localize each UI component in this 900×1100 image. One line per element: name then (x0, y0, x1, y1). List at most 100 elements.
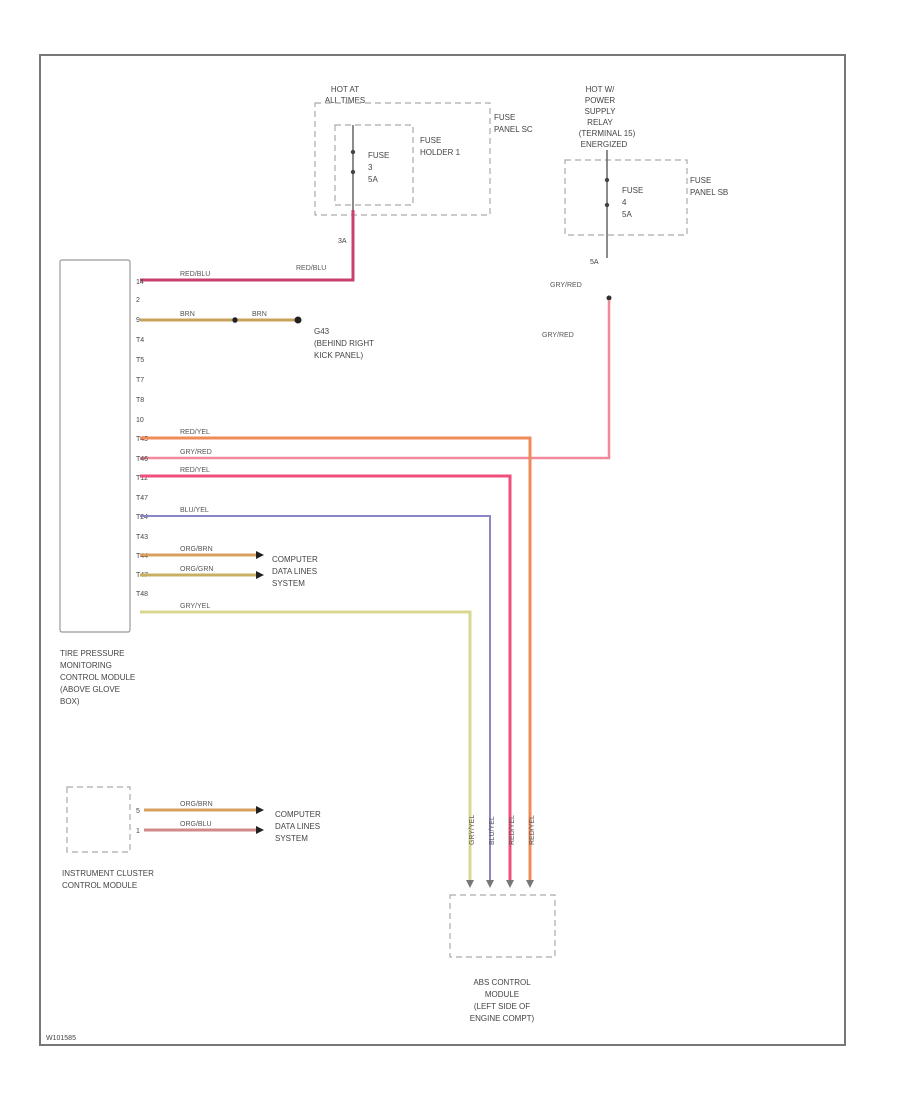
ic-label-1: INSTRUMENT CLUSTER (62, 869, 154, 878)
fuse-4-label-3: 5A (622, 210, 632, 219)
tpms-pin-4: T4 (136, 337, 144, 344)
tpms-pin-14: T43 (136, 534, 148, 541)
arrow-right-icon (256, 826, 264, 834)
hot-label-2-line2: POWER (585, 96, 615, 105)
tpms-label-2: MONITORING (60, 661, 112, 670)
wire-red-blu-supply (140, 210, 355, 282)
diagram-frame (39, 54, 846, 1046)
tpms-label-1: TIRE PRESSURE (60, 649, 124, 658)
hot-label-2-line4: RELAY (587, 118, 613, 127)
tpms-pin-2: 2 (136, 297, 140, 304)
fuse-holder-label-2: HOLDER 1 (420, 148, 461, 157)
abs-wires: RED/YEL GRY/RED RED/YEL BLU/YEL GRY/YEL (140, 429, 532, 880)
wire-gry-red-supply (140, 300, 611, 460)
wire-label-red-yel-1: RED/YEL (180, 429, 210, 436)
hot-label-1-line2: ALL TIMES (325, 96, 365, 105)
fuse-panel-sc-label-1: FUSE (494, 113, 515, 122)
wire-label-org-grn-tpms: ORG/GRN (180, 566, 213, 573)
tpms-pin-6: T7 (136, 377, 144, 384)
arrow-right-icon (256, 806, 264, 814)
tpms-pin-13: T24 (136, 514, 148, 521)
abs-label-3: (LEFT SIDE OF (474, 1002, 530, 1011)
wire-label-red-blu-upper: RED/BLU (296, 265, 326, 272)
cdl-2-label-2: DATA LINES (275, 822, 320, 831)
tpms-label-4: (ABOVE GLOVE (60, 685, 120, 694)
tpms-pin-8: 10 (136, 417, 144, 424)
cdl-2-label-3: SYSTEM (275, 834, 308, 843)
fuse-4-node-top (604, 177, 610, 183)
tpms-pin-12: T47 (136, 495, 148, 502)
hot-label-2-line6: ENERGIZED (581, 140, 628, 149)
ground-label-2: (BEHIND RIGHT (314, 339, 374, 348)
tpms-pin-3: 9 (136, 317, 140, 324)
cdl-1-label-2: DATA LINES (272, 567, 317, 576)
splice-gry-red (606, 295, 612, 301)
ic-pin-1: 5 (136, 808, 140, 815)
splice-brn (232, 317, 238, 323)
tpms-pin-17: T48 (136, 591, 148, 598)
hot-label-2-line3: SUPPLY (585, 107, 617, 116)
tpms-pin-5: T5 (136, 357, 144, 364)
fuse-4-label-1: FUSE (622, 186, 643, 195)
ic-module-outline (66, 786, 131, 853)
tpms-pin-11: T12 (136, 475, 148, 482)
ground-g43-icon (294, 316, 302, 324)
hot-label-2-line1: HOT W/ (586, 85, 616, 94)
abs-label-1: ABS CONTROL (473, 978, 531, 987)
tpms-label-3: CONTROL MODULE (60, 673, 135, 682)
fuse-panel-sb-label-2: PANEL SB (690, 188, 728, 197)
abs-label-4: ENGINE COMPT) (470, 1014, 535, 1023)
fuse-supply-2: HOT W/ POWER SUPPLY RELAY (TERMINAL 15) … (140, 85, 728, 460)
wire-label-gry-yel: GRY/YEL (180, 603, 210, 610)
ground-label-1: G43 (314, 327, 330, 336)
fuse-3-label-2: 3 (368, 163, 373, 172)
connector-pin-icon (506, 880, 514, 888)
ground-circuit: BRN BRN G43 (BEHIND RIGHT KICK PANEL) (140, 311, 374, 360)
wire-red-yel-1 (140, 436, 532, 880)
hot-label-2-line5: (TERMINAL 15) (579, 129, 636, 138)
arrow-right-icon (256, 571, 264, 579)
wire-label-org-blu-ic: ORG/BLU (180, 821, 212, 828)
fuse-3-node-bottom (350, 169, 356, 175)
fuse-4-node-bottom (604, 202, 610, 208)
wire-label-blu-yel: BLU/YEL (180, 507, 209, 514)
cdl-circuit-1: ORG/BRN ORG/GRN COMPUTER DATA LINES SYST… (140, 546, 318, 588)
wire-label-org-brn-ic: ORG/BRN (180, 801, 213, 808)
abs-module-outline (449, 894, 556, 958)
wire-label-gry-red-upper: GRY/RED (550, 282, 582, 289)
fuse-panel-sc-label-2: PANEL SC (494, 125, 533, 134)
wire-label-gry-red: GRY/RED (180, 449, 212, 456)
ic-pin-2: 1 (136, 828, 140, 835)
fuse-panel-sb-outline (564, 159, 688, 236)
connector-pin-icon (486, 880, 494, 888)
abs-wire-label-1: GRY/YEL (469, 815, 476, 845)
fuse-3-node-top (350, 149, 356, 155)
connector-pin-icon (526, 880, 534, 888)
tpms-pin-1: 14 (136, 279, 144, 286)
fuse-holder-label-1: FUSE (420, 136, 441, 145)
fuse-4-label-2: 4 (622, 198, 627, 207)
ic-label-2: CONTROL MODULE (62, 881, 137, 890)
fuse-panel-sc-outline (314, 102, 491, 216)
instrument-cluster: 5 1 ORG/BRN ORG/BLU COMPUTER DATA LINES … (62, 786, 321, 890)
fuse-panel-sb-label-1: FUSE (690, 176, 711, 185)
wire-gry-yel (140, 610, 472, 880)
cdl-1-label-1: COMPUTER (272, 555, 318, 564)
wire-label-red-blu: RED/BLU (180, 271, 210, 278)
abs-label-2: MODULE (485, 990, 519, 999)
abs-module: ABS CONTROL MODULE (LEFT SIDE OF ENGINE … (449, 880, 556, 1023)
fuse-holder-1-outline (334, 124, 414, 206)
wire-label-brn-2: BRN (252, 311, 267, 318)
wire-label-gry-red-lower: GRY/RED (542, 332, 574, 339)
tpms-label-5: BOX) (60, 697, 80, 706)
wire-label-org-brn-tpms: ORG/BRN (180, 546, 213, 553)
fuse-3-label-3: 5A (368, 175, 378, 184)
wire-label-red-yel-2: RED/YEL (180, 467, 210, 474)
fuse-3-label-1: FUSE (368, 151, 389, 160)
tpms-module-body (59, 259, 131, 633)
abs-wire-label-3: RED/YEL (509, 815, 516, 845)
tpms-pin-7: T8 (136, 397, 144, 404)
abs-wire-label-2: BLU/YEL (489, 816, 496, 845)
cdl-2-label-1: COMPUTER (275, 810, 321, 819)
